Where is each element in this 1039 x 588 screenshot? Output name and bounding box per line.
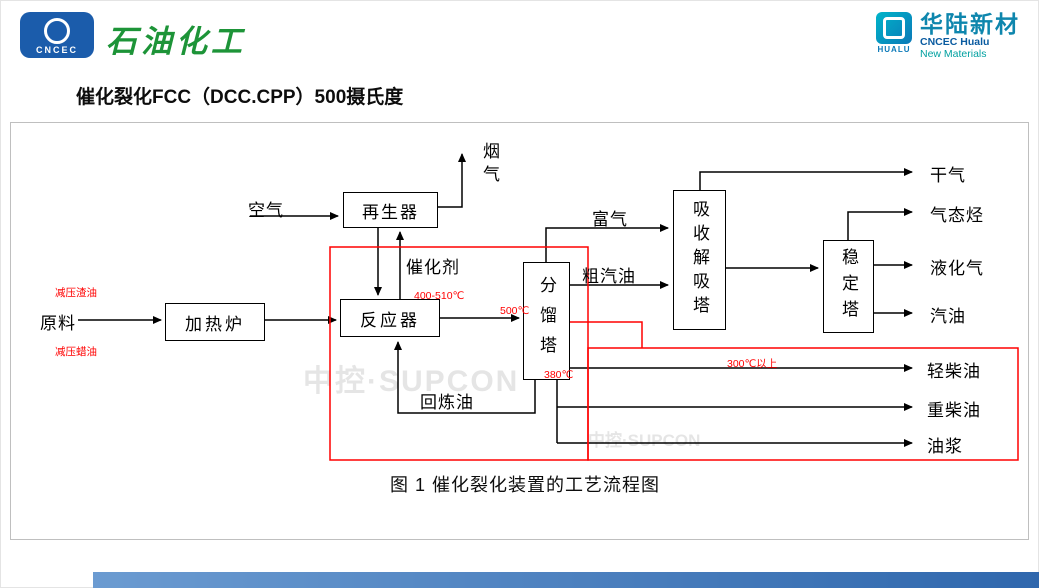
- brand-text: 石油化工: [106, 24, 246, 59]
- label-lpg: 液化气: [930, 259, 984, 278]
- fractionator-box: 分馏塔: [523, 262, 570, 380]
- label-catalyst: 催化剂: [406, 258, 460, 277]
- annotation-vacuum-residue: 减压渣油: [55, 287, 97, 299]
- annotation-reactor-temperature: 400-510℃: [414, 290, 465, 302]
- furnace-box: 加热炉: [165, 303, 265, 341]
- hualu-logo-icon-block: HUALU: [876, 12, 912, 60]
- label-slurry: 油浆: [927, 437, 963, 456]
- hualu-icon: [876, 12, 912, 44]
- label-feed: 原料: [40, 314, 76, 333]
- absorber-desorber-box: 吸收解吸塔: [673, 190, 726, 330]
- annotation-vacuum-gas-oil: 减压蜡油: [55, 346, 97, 358]
- label-gaseous-hydrocarbon: 气态烃: [930, 206, 984, 225]
- hualu-subtitle-en-1: CNCEC Hualu: [920, 36, 990, 49]
- annotation-diesel-temperature: 300℃以上: [727, 358, 778, 370]
- label-recycle-oil: 回炼油: [420, 393, 474, 412]
- hualu-name: 华陆新材: [920, 11, 1020, 37]
- hualu-logo: HUALU 华陆新材 CNCEC Hualu New Materials: [876, 12, 1020, 60]
- hualu-subtitle-en-2: New Materials: [920, 48, 987, 61]
- label-crude-gasoline: 粗汽油: [582, 267, 636, 286]
- cncec-logo-ring-icon: [44, 18, 70, 44]
- stabilizer-box: 稳定塔: [823, 240, 874, 333]
- label-dry-gas: 干气: [930, 166, 966, 185]
- label-flue-gas: 烟气: [480, 142, 499, 188]
- page-title: 催化裂化FCC（DCC.CPP）500摄氏度: [76, 87, 404, 108]
- hualu-icon-label: HUALU: [877, 45, 911, 54]
- regenerator-box: 再生器: [343, 192, 438, 228]
- watermark: 中控·SUPCON: [588, 431, 701, 450]
- cncec-logo: CNCEC: [20, 12, 94, 58]
- cncec-logo-text: CNCEC: [35, 45, 78, 55]
- reactor-box: 反应器: [340, 299, 440, 337]
- hualu-logo-text-block: 华陆新材 CNCEC Hualu New Materials: [920, 12, 1020, 60]
- annotation-transfer-temperature: 500℃: [500, 305, 530, 317]
- hualu-icon-ring: [883, 17, 905, 39]
- label-rich-gas: 富气: [592, 210, 628, 229]
- label-gasoline: 汽油: [930, 307, 966, 326]
- annotation-fractionator-temperature: 380℃: [544, 369, 574, 381]
- label-light-diesel: 轻柴油: [927, 362, 981, 381]
- watermark: 中控·SUPCON: [303, 365, 520, 398]
- figure-caption: 图 1 催化裂化装置的工艺流程图: [390, 475, 661, 495]
- footer-accent-bar: [93, 572, 1039, 588]
- label-air: 空气: [248, 201, 284, 220]
- label-heavy-diesel: 重柴油: [927, 401, 981, 420]
